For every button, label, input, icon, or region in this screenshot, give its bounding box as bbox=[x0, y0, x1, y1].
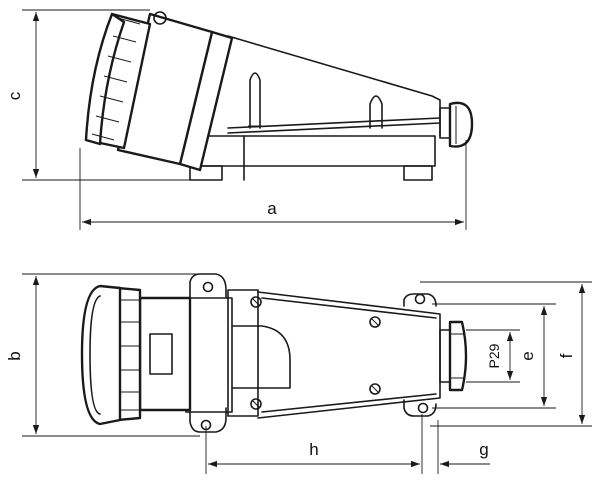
dimension-label-g: g bbox=[479, 440, 488, 459]
dimension-label-b: b bbox=[5, 351, 24, 360]
dimension-label-c: c bbox=[5, 91, 24, 100]
dimension-label-e: e bbox=[518, 351, 537, 360]
side-view bbox=[84, 11, 474, 181]
top-view bbox=[80, 273, 468, 433]
dimension-label-a: a bbox=[267, 199, 277, 218]
dimension-label-h: h bbox=[309, 440, 318, 459]
dimension-label-p29: P29 bbox=[486, 343, 502, 368]
dimension-label-f: f bbox=[557, 353, 576, 358]
dimensions: c a b f e P29 h g bbox=[5, 9, 592, 474]
